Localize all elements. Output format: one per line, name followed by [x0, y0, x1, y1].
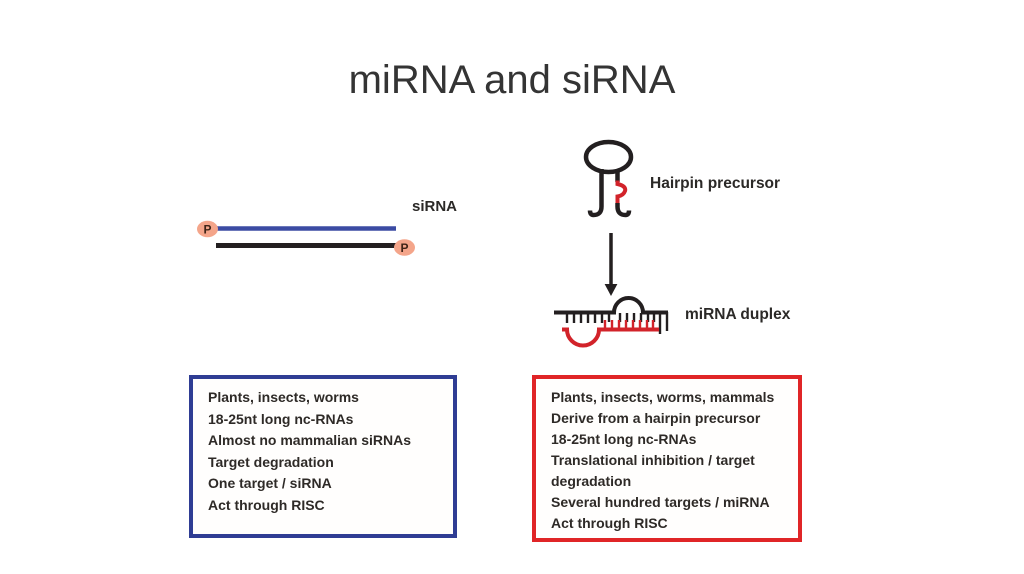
hairpin-left-stem: [587, 169, 604, 218]
sirna-duplex-diagram: P P: [197, 220, 415, 256]
hairpin-precursor-diagram: [583, 139, 634, 218]
mirna-fact: Several hundred targets / miRNA: [551, 494, 770, 510]
mirna-facts-box: Plants, insects, worms, mammals Derive f…: [532, 375, 802, 542]
duplex-bottom-strand: [562, 327, 659, 348]
duplex-top-strand: [554, 296, 668, 315]
mirna-fact: Act through RISC: [551, 515, 668, 531]
hairpin-mirna-segment: [615, 180, 628, 205]
sirna-fact: Plants, insects, worms: [208, 389, 359, 405]
phosphate-right-label: P: [400, 241, 408, 255]
hairpin-loop: [583, 139, 634, 175]
mirna-fact: Derive from a hairpin precursor: [551, 410, 761, 426]
sirna-fact: Almost no mammalian siRNAs: [208, 432, 412, 448]
mirna-fact: 18-25nt long nc-RNAs: [551, 431, 697, 447]
hairpin-precursor-label: Hairpin precursor: [650, 175, 781, 192]
mirna-duplex-diagram: [554, 296, 669, 348]
mirna-fact: Plants, insects, worms, mammals: [551, 389, 775, 405]
page-title: miRNA and siRNA: [348, 58, 676, 102]
sirna-fact: 18-25nt long nc-RNAs: [208, 410, 354, 427]
mirna-fact: Translational inhibition / target degrad…: [551, 452, 755, 489]
sirna-facts-box: Plants, insects, worms 18-25nt long nc-R…: [189, 375, 457, 538]
sirna-fact: One target / siRNA: [208, 475, 332, 491]
hairpin-right-stem-bottom: [615, 203, 632, 218]
mirna-duplex-label: miRNA duplex: [685, 306, 791, 323]
sirna-fact: Act through RISC: [208, 496, 325, 513]
down-arrow-icon: [604, 233, 618, 296]
phosphate-left-label: P: [203, 223, 211, 237]
phosphate-right-icon: [394, 239, 415, 256]
sirna-fact: Target degradation: [208, 453, 334, 470]
sirna-label: siRNA: [412, 198, 458, 215]
phosphate-left-icon: [197, 220, 218, 238]
